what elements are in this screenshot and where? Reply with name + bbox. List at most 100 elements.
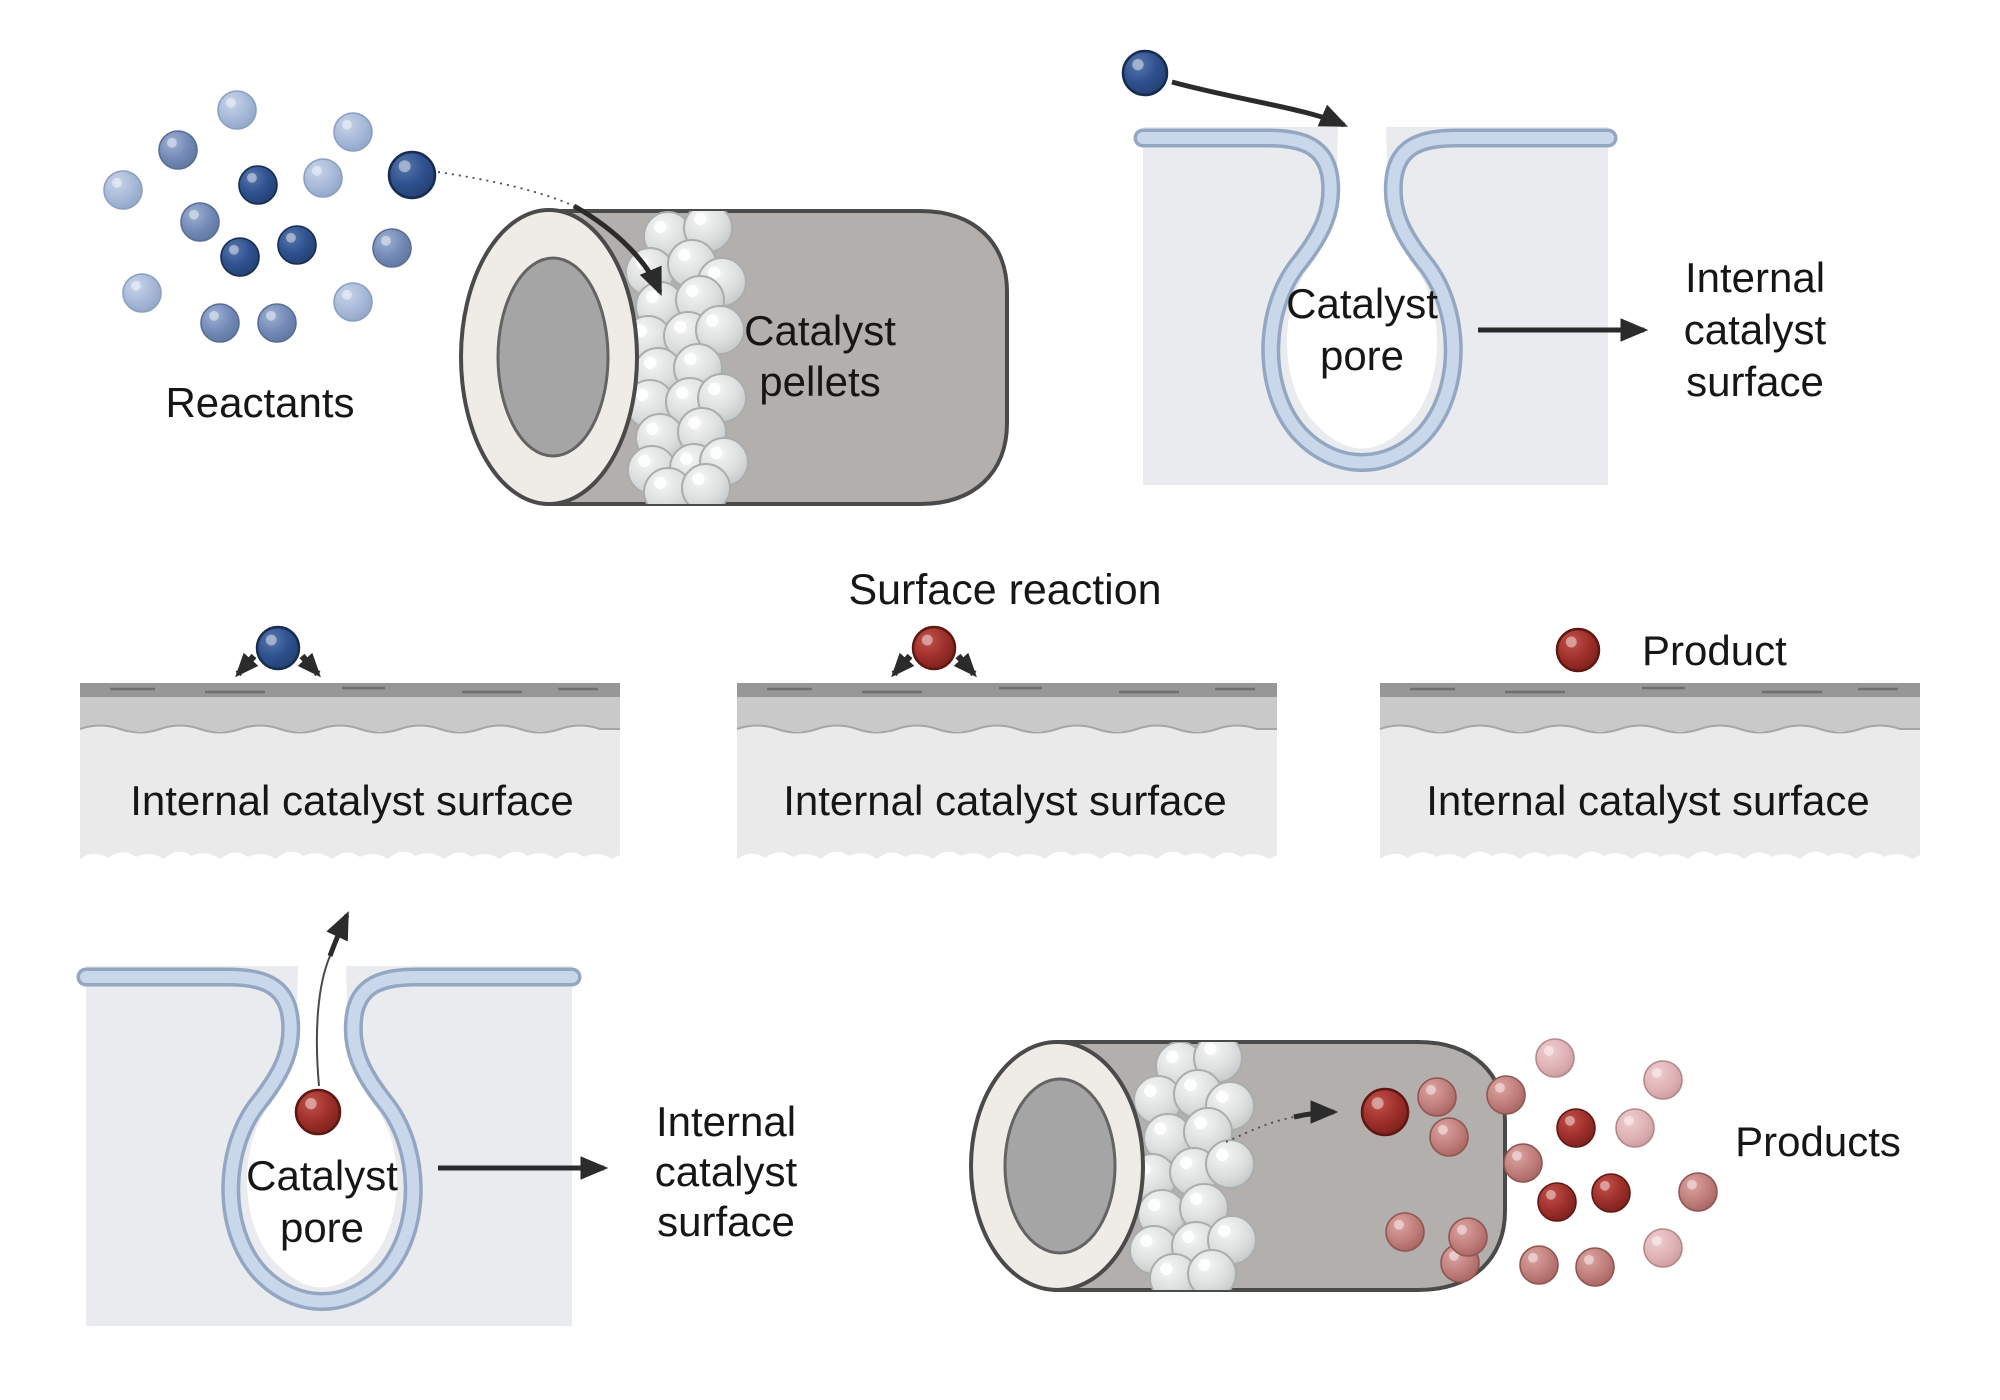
surface-reaction-title: Surface reaction (848, 566, 1161, 614)
product-molecule (1575, 1247, 1615, 1287)
catalyst-pellet (1205, 1139, 1255, 1189)
catalyst-pore-label-line2: pore (1320, 332, 1404, 379)
pore-entry-panel: Catalyst pore Internal catalyst surface (1121, 49, 1827, 485)
adsorption-arrow-right (297, 652, 321, 678)
pore-exit-arrow (326, 911, 350, 957)
desorbed-molecule (1555, 627, 1601, 673)
products-label: Products (1735, 1118, 1901, 1165)
catalyst-pore-label-line1: Catalyst (246, 1152, 398, 1199)
internal-surface-label-line2: catalyst (655, 1148, 798, 1195)
reactant-molecule (103, 170, 143, 210)
reactant-molecule (122, 273, 162, 313)
packed-bed-reactor: Catalyst pellets (459, 208, 1009, 506)
reaction-arrow-left (891, 652, 915, 678)
internal-surface-label-line1: Internal (656, 1098, 796, 1145)
internal-surface-label-line3: surface (1686, 358, 1824, 405)
product-molecule (1429, 1117, 1469, 1157)
exiting-molecule (1360, 1087, 1410, 1137)
product-molecule (1448, 1217, 1488, 1257)
pore-exit-panel: Catalyst pore Internal catalyst surface (76, 911, 798, 1326)
reactant-molecules (103, 90, 437, 343)
surface-reaction-panel: Surface reaction Internal catalyst surfa… (735, 566, 1279, 877)
product-label: Product (1642, 627, 1787, 674)
pellet-to-product-arrow (1293, 1100, 1339, 1124)
reactant-molecule (277, 225, 317, 265)
pore-membrane-band (1137, 132, 1614, 469)
product-molecule (1537, 1182, 1577, 1222)
reactant-cluster: Reactants (103, 90, 437, 426)
product-molecule-in-pore (294, 1088, 342, 1136)
reactant-molecule (180, 202, 220, 242)
reactant-molecule (217, 90, 257, 130)
product-molecule (1643, 1228, 1683, 1268)
product-molecule (1556, 1108, 1596, 1148)
reactants-label: Reactants (165, 379, 354, 426)
product-molecule (1678, 1172, 1718, 1212)
catalyst-pellet (1193, 1042, 1243, 1083)
adsorption-panel: Internal catalyst surface (78, 625, 622, 877)
product-molecule-desorbed (1555, 627, 1601, 673)
reacting-molecule (911, 625, 957, 671)
reactant-connector-line (437, 171, 575, 207)
catalyst-pellet (1149, 1253, 1199, 1290)
catalyst-pellet (695, 305, 745, 355)
product-molecule (1486, 1075, 1526, 1115)
entering-molecule (1121, 49, 1169, 97)
catalyst-pellet (681, 463, 731, 504)
reactant-molecule (220, 237, 260, 277)
internal-surface-label-line2: catalyst (1684, 306, 1827, 353)
adsorbing-molecule (255, 625, 301, 671)
catalyst-pore-label-line1: Catalyst (1286, 280, 1438, 327)
catalyst-pellets-label-line2: pellets (759, 358, 880, 405)
catalyst-pellet (1187, 1249, 1237, 1290)
reactant-molecule-entering (1121, 49, 1169, 97)
product-molecules (1385, 1038, 1718, 1287)
reactor-opening-hole (1003, 1077, 1117, 1255)
internal-surface-label-line3: surface (657, 1198, 795, 1245)
catalyst-pellet-bed (1127, 1042, 1257, 1290)
pore-membrane-band (80, 971, 578, 1308)
reactant-molecule (257, 303, 297, 343)
product-molecule (1417, 1077, 1457, 1117)
reactant-to-pellet-arrow (572, 203, 663, 296)
reacting-molecule (911, 625, 957, 671)
internal-catalyst-surface-label: Internal catalyst surface (1426, 777, 1870, 824)
catalyst-pellet (1179, 1183, 1229, 1233)
reaction-arrow-right (953, 652, 977, 678)
catalyst-pellets-label-line1: Catalyst (744, 307, 896, 354)
catalyst-pellet (1133, 1075, 1183, 1125)
product-molecule (1503, 1143, 1543, 1183)
reactant-molecule (333, 112, 373, 152)
product-molecule (1385, 1212, 1425, 1252)
product-molecule (1535, 1038, 1575, 1078)
desorption-panel: Internal catalyst surface Product (1378, 627, 1922, 877)
internal-surface-label-line1: Internal (1685, 254, 1825, 301)
product-molecule (1643, 1060, 1683, 1100)
adsorbing-molecule (255, 625, 301, 671)
reactant-molecule (372, 228, 412, 268)
product-molecule (1591, 1173, 1631, 1213)
pore-entry-arrow (1171, 79, 1348, 128)
catalyst-pore-label-line2: pore (280, 1204, 364, 1251)
reactant-molecule (238, 165, 278, 205)
adsorption-arrow-left (235, 652, 259, 678)
pore-exit-trail (315, 955, 331, 1087)
reactant-molecule (333, 282, 373, 322)
catalyst-pellet (643, 467, 693, 504)
reactant-molecule (158, 130, 198, 170)
reactor-opening-hole (496, 256, 610, 458)
internal-catalyst-surface-label: Internal catalyst surface (130, 777, 574, 824)
pore-exit-molecule (294, 1088, 342, 1136)
reactant-molecule (387, 150, 437, 200)
product-molecule (1519, 1245, 1559, 1285)
reactor-outlet: Products (969, 1038, 1901, 1292)
reactant-molecule (200, 303, 240, 343)
product-connector-line (1225, 1116, 1295, 1143)
product-molecule (1615, 1108, 1655, 1148)
reactant-molecule (303, 158, 343, 198)
catalyst-pellet-bed (623, 211, 749, 504)
internal-catalyst-surface-label: Internal catalyst surface (783, 777, 1227, 824)
pore-cavity (1287, 126, 1437, 449)
